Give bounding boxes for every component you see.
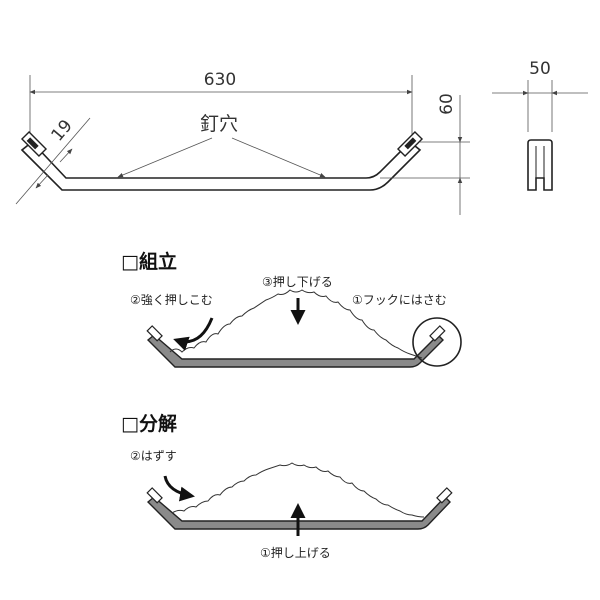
side-view: 50 <box>492 59 588 191</box>
left-bracket <box>20 130 48 158</box>
length-label: 630 <box>204 70 236 90</box>
height-label: 60 <box>437 93 457 115</box>
nail-hole-leader-right <box>231 137 326 178</box>
disassembly-bar <box>146 495 451 530</box>
remove-arrow <box>163 475 195 502</box>
disassembly-step2-label: ②はずす <box>130 449 177 463</box>
disassembly-step1-label: ①押し上げる <box>260 546 331 560</box>
push-in-arrow <box>173 317 214 351</box>
towel-bar-front <box>20 140 422 191</box>
assembly-left-bracket <box>146 325 163 342</box>
disassembly-heading: □分解 <box>121 412 177 435</box>
width-label: 50 <box>529 59 551 79</box>
assembly-heading: □組立 <box>121 250 177 273</box>
hook-detail-circle <box>412 317 462 367</box>
assembly-step1-label: ①フックにはさむ <box>352 293 447 307</box>
disassembly-towel <box>171 462 425 518</box>
diameter-dimension-line <box>15 117 91 205</box>
disassembly-section: □分解 ②はずす ①押し上げる <box>121 412 453 560</box>
disassembly-left-bracket <box>146 487 163 504</box>
assembly-section: □組立 ③押し下げる ②強く押しこむ ①フックにはさむ <box>121 250 462 368</box>
nail-hole-label: 釘穴 <box>200 113 238 135</box>
front-view: 630 19 60 釘穴 <box>15 70 470 215</box>
assembly-step3-label: ③押し下げる <box>262 275 333 289</box>
disassembly-right-bracket <box>436 487 453 504</box>
assembly-step2-label: ②強く押しこむ <box>130 293 213 307</box>
assembly-right-bracket <box>429 325 446 342</box>
assembly-towel <box>169 289 423 359</box>
right-bracket <box>396 130 424 158</box>
bracket-side-profile <box>527 139 553 191</box>
assembly-bar <box>146 334 444 368</box>
diameter-label: 19 <box>48 116 77 145</box>
nail-hole-leader-left <box>117 137 213 178</box>
